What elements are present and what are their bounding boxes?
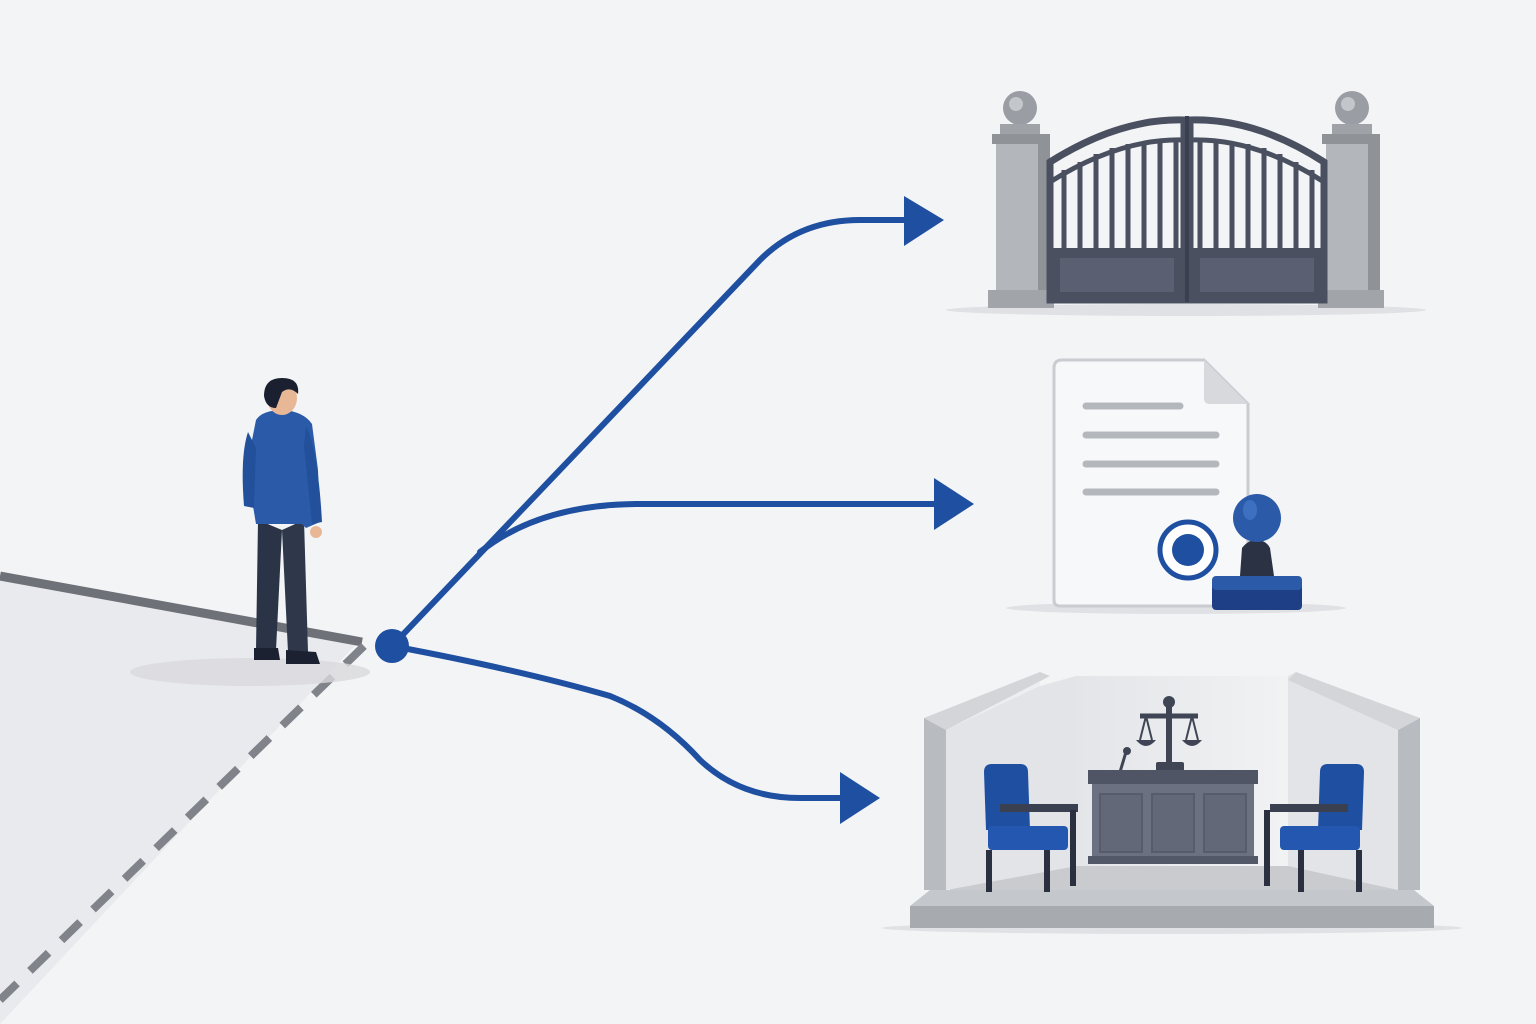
arrowhead-document: [934, 478, 974, 530]
arrowhead-courtroom: [840, 772, 880, 824]
person-shadow: [130, 658, 370, 686]
gate-leaf-left: [1046, 116, 1188, 304]
rubber-stamp-icon: [1212, 494, 1302, 610]
microphone-icon: [1118, 747, 1131, 773]
branch-arrow-courtroom: [389, 643, 849, 801]
certified-document-icon: [1006, 358, 1346, 614]
chair-left-icon: [984, 764, 1078, 892]
arrowhead-gate: [904, 196, 944, 246]
branch-arrow-document: [477, 501, 943, 555]
seal-icon: [1157, 519, 1219, 581]
judge-bench: [1088, 770, 1258, 864]
person-icon: [242, 378, 322, 664]
courtroom-icon: [882, 672, 1462, 934]
chair-right-icon: [1264, 764, 1364, 892]
scales-of-justice-icon: [1136, 696, 1202, 772]
gate-icon: [946, 91, 1426, 316]
branch-arrow-gate: [389, 217, 913, 649]
document-fold: [1204, 360, 1248, 404]
document-text-lines: [1082, 402, 1220, 496]
decision-node: [375, 629, 409, 663]
branch-arrows: [375, 196, 974, 824]
gate-leaf-right: [1186, 116, 1328, 304]
